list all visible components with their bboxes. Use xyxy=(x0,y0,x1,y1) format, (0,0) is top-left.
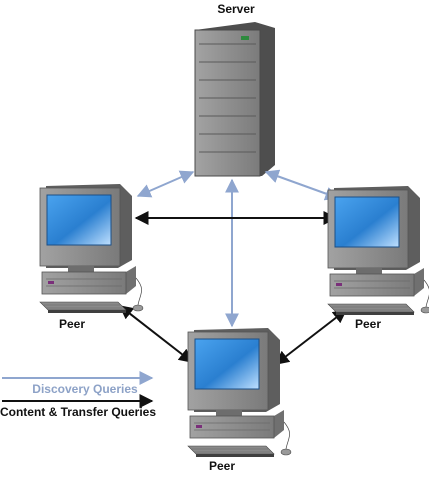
peer-left-computer-icon xyxy=(39,183,144,314)
discovery-arrow-server-right xyxy=(264,169,340,201)
content-connections xyxy=(118,211,348,365)
peer-bottom-label: Peer xyxy=(209,459,235,473)
server-tower-icon xyxy=(194,22,275,177)
content-arrow-left-bottom xyxy=(118,305,194,363)
peer-right-computer-icon xyxy=(327,185,429,316)
legend-discovery-label: Discovery Queries xyxy=(32,382,138,396)
server-label: Server xyxy=(217,2,255,16)
content-arrow-right-bottom xyxy=(274,309,348,365)
legend: Discovery Queries Content & Transfer Que… xyxy=(0,371,156,419)
peer-right-label: Peer xyxy=(355,317,381,331)
discovery-connections xyxy=(136,169,340,328)
peer-left-label: Peer xyxy=(59,317,85,331)
peer-bottom-computer-icon xyxy=(187,327,292,458)
discovery-arrow-server-left xyxy=(136,170,195,198)
legend-content-label: Content & Transfer Queries xyxy=(0,405,156,419)
